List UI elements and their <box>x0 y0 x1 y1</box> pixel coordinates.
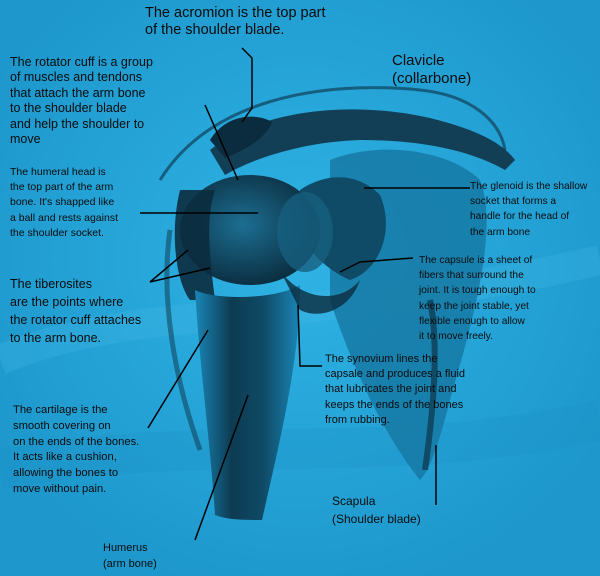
clavicle-label: Clavicle (collarbone) <box>392 52 471 88</box>
scapula-label: Scapula (Shoulder blade) <box>332 492 421 528</box>
rotator-cuff-label: The rotator cuff is a group of muscles a… <box>10 55 153 147</box>
humeral-head-label: The humeral head is the top part of the … <box>10 165 118 241</box>
acromion-label: The acromion is the top part of the shou… <box>145 5 326 39</box>
cartilage-label: The cartilage is the smooth covering on … <box>13 403 139 498</box>
synovium-label: The synovium lines the capsale and produ… <box>325 352 465 428</box>
capsule-label: The capsule is a sheet of fibers that su… <box>419 253 536 344</box>
tiberosites-label: The tiberosites are the points where the… <box>10 275 141 347</box>
humerus-label: Humerus (arm bone) <box>103 540 157 572</box>
glenoid-label: The glenoid is the shallow socket that f… <box>470 179 587 240</box>
